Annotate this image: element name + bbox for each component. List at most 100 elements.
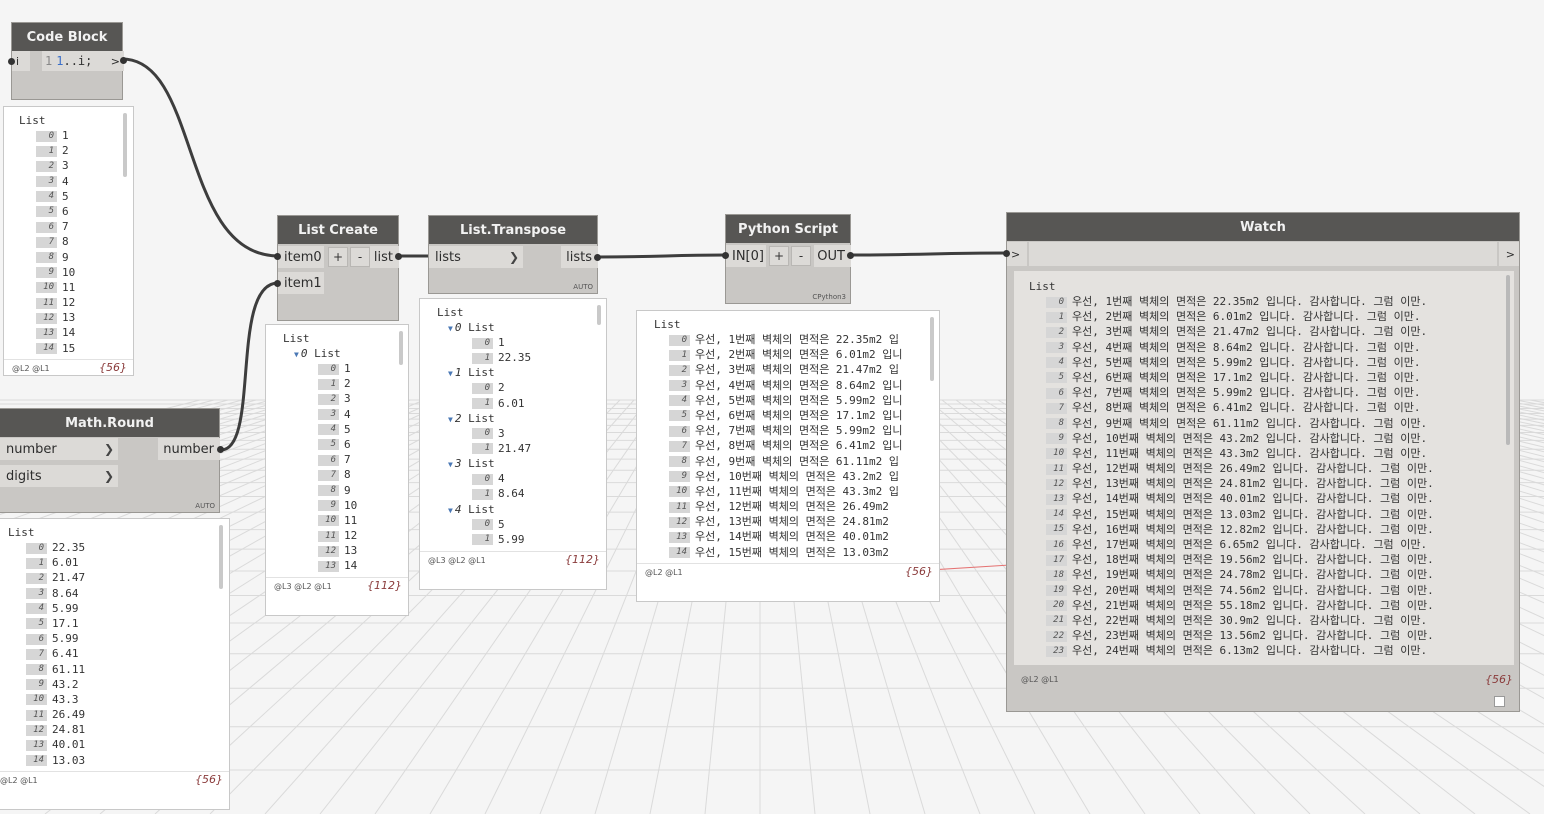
list-index: 5 (36, 206, 57, 218)
scrollbar[interactable] (930, 317, 934, 381)
expand-triangle-icon[interactable]: ▼ (448, 369, 453, 379)
input-connector[interactable] (8, 58, 15, 65)
sublist-label: List (468, 366, 495, 380)
list-value: 우선, 21번째 벽체의 면적은 55.18m2 입니다. 감사합니다. 그럼 … (1072, 598, 1434, 612)
list-value: 우선, 1번째 벽체의 면적은 22.35m2 입니다. 감사합니다. 그럼 이… (1072, 295, 1428, 308)
sublist-header: ▼0 List (294, 346, 396, 361)
output-connector[interactable] (847, 252, 854, 259)
input-connector[interactable] (274, 253, 281, 260)
output-port-out[interactable]: OUT (814, 245, 851, 267)
item-count: {56} (905, 565, 933, 578)
list-value: 2 (344, 377, 351, 391)
sublist-label: List (468, 457, 495, 471)
scrollbar[interactable] (399, 331, 403, 365)
remove-input-button[interactable]: - (791, 246, 811, 266)
input-connector[interactable] (722, 252, 729, 259)
input-port-in0[interactable]: IN[0] (726, 245, 766, 267)
list-value: 7 (62, 220, 69, 234)
list-value: 61.11 (52, 662, 86, 676)
output-connector[interactable] (395, 253, 402, 260)
list-index: 7 (318, 469, 339, 481)
chevron-right-icon: ❯ (103, 442, 114, 456)
output-port[interactable]: > (108, 51, 124, 71)
list-value: 5 (498, 517, 505, 531)
list-value: 우선, 18번째 벽체의 면적은 19.56m2 입니다. 감사합니다. 그럼 … (1072, 553, 1434, 567)
input-port[interactable]: > (1007, 242, 1027, 266)
list-index: 10 (1046, 448, 1067, 460)
scrollbar[interactable] (1506, 275, 1510, 445)
expand-triangle-icon[interactable]: ▼ (448, 414, 453, 424)
sublist-label: List (468, 502, 495, 516)
remove-input-button[interactable]: - (350, 247, 370, 267)
output-port-lists[interactable]: lists (561, 246, 598, 268)
input-connector[interactable] (274, 280, 281, 287)
scrollbar[interactable] (219, 525, 223, 589)
expand-triangle-icon[interactable]: ▼ (448, 324, 453, 333)
add-input-button[interactable]: + (769, 246, 789, 266)
list-value: 9 (62, 250, 69, 264)
output-connector[interactable] (594, 254, 601, 261)
input-port-lists[interactable]: lists❯ (429, 246, 523, 268)
list-index: 18 (1046, 569, 1067, 581)
list-index: 0 (36, 130, 57, 142)
output-connector[interactable] (120, 57, 127, 64)
list-index: 0 (472, 519, 493, 530)
sublist-label: List (468, 321, 495, 334)
list-index: 6 (669, 425, 690, 437)
input-port-number[interactable]: number❯ (0, 438, 118, 460)
math-round-node[interactable]: Math.Round number❯ digits❯ number AUTO (0, 408, 224, 513)
input-port-digits[interactable]: digits❯ (0, 465, 118, 487)
python-script-node[interactable]: Python Script IN[0] + - OUT CPython3 (722, 214, 854, 304)
output-port-number[interactable]: number (158, 438, 220, 460)
expand-triangle-icon[interactable]: ▼ (294, 350, 299, 359)
list-transpose-node[interactable]: List.Transpose lists❯ lists AUTO (428, 215, 601, 294)
scrollbar[interactable] (123, 113, 127, 177)
list-index: 2 (1046, 326, 1067, 338)
input-port-item0[interactable]: item0 (278, 246, 324, 268)
expand-triangle-icon[interactable]: ▼ (448, 505, 453, 515)
list-value: 17.1 (52, 616, 79, 630)
expand-triangle-icon[interactable]: ▼ (448, 460, 453, 470)
list-create-node[interactable]: List Create item0 item1 + - list (274, 215, 402, 321)
list-value: 우선, 17번째 벽체의 면적은 6.65m2 입니다. 감사합니다. 그럼 이… (1072, 538, 1428, 551)
output-port-list[interactable]: list (370, 246, 399, 268)
level-indicator: @L3 @L2 @L1 (428, 556, 486, 565)
list-value: 14 (62, 326, 76, 340)
resize-checkbox[interactable] (1494, 696, 1505, 707)
add-input-button[interactable]: + (328, 247, 348, 267)
port-label: digits (6, 468, 42, 484)
input-port-i[interactable]: i (12, 51, 30, 71)
list-header: List (283, 332, 310, 345)
scrollbar[interactable] (597, 305, 601, 325)
input-connector[interactable] (1003, 250, 1010, 257)
output-port[interactable]: > (1499, 242, 1519, 266)
list-value: 우선, 16번째 벽체의 면적은 12.82m2 입니다. 감사합니다. 그럼 … (1072, 522, 1434, 536)
list-index: 2 (36, 160, 57, 172)
output-connector[interactable] (217, 446, 224, 453)
input-port-item1[interactable]: item1 (278, 272, 324, 294)
list-value: 21.47 (498, 441, 532, 455)
